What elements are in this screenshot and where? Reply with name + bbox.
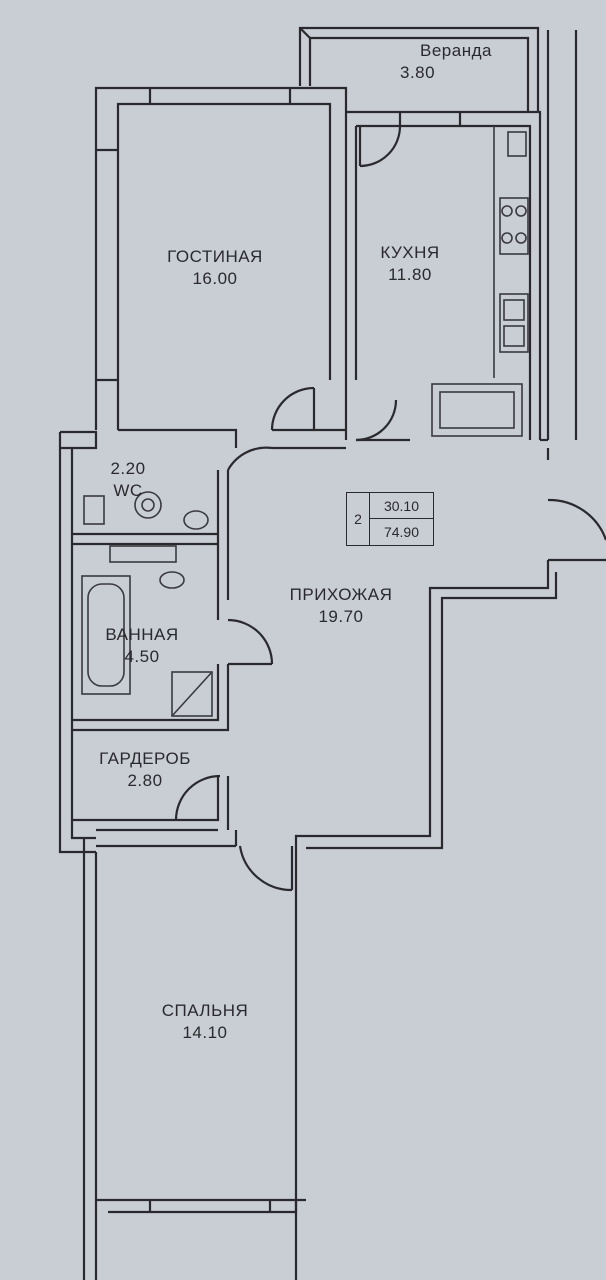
wardrobe-name: ГАРДЕРОБ xyxy=(99,749,191,768)
bath-area: 4.50 xyxy=(124,647,160,666)
veranda-area: 3.80 xyxy=(400,63,436,82)
hall-name: ПРИХОЖАЯ xyxy=(289,585,393,604)
bath-name: ВАННАЯ xyxy=(105,625,179,644)
living-room-name: ГОСТИНАЯ xyxy=(167,247,263,266)
wc-area: 2.20 xyxy=(110,459,146,478)
kitchen-cabinets xyxy=(493,126,529,378)
living-room-label: ГОСТИНАЯ 16.00 xyxy=(140,246,290,290)
total-area: 74.90 xyxy=(383,524,420,540)
wc-toilet xyxy=(83,491,209,530)
bedroom-label: СПАЛЬНЯ 14.10 xyxy=(130,1000,280,1044)
wc-walls xyxy=(72,446,273,620)
bedroom-name: СПАЛЬНЯ xyxy=(161,1001,249,1020)
veranda-name: Веранда xyxy=(420,41,492,60)
wc-name: WC xyxy=(113,481,143,500)
wardrobe-label: ГАРДЕРОБ 2.80 xyxy=(72,748,218,792)
bath-walls xyxy=(72,618,274,732)
bedroom-area: 14.10 xyxy=(182,1023,228,1042)
bath-tub xyxy=(81,545,213,717)
kitchen-name: КУХНЯ xyxy=(380,243,440,262)
room-count: 2 xyxy=(347,493,370,545)
wardrobe-walls xyxy=(72,774,230,830)
hall-label: ПРИХОЖАЯ 19.70 xyxy=(256,584,426,628)
living-area-total: 30.10 xyxy=(370,493,433,519)
living-room-area: 16.00 xyxy=(192,269,238,288)
wc-label: 2.20 WC xyxy=(96,458,160,502)
living-room-walls xyxy=(94,86,348,430)
hall-right-walls xyxy=(294,448,606,1280)
veranda-label: Веранда 3.80 xyxy=(398,40,514,84)
exterior-wall-right xyxy=(540,30,578,442)
living-hall-partition xyxy=(60,386,410,450)
kitchen-walls xyxy=(344,110,542,440)
apartment-summary: 2 30.10 74.90 xyxy=(346,492,434,546)
bedroom-walls xyxy=(82,828,306,1280)
wardrobe-area: 2.80 xyxy=(127,771,163,790)
bath-label: ВАННАЯ 4.50 xyxy=(84,624,200,668)
veranda-walls xyxy=(298,26,540,112)
kitchen-area: 11.80 xyxy=(388,265,432,284)
hall-area: 19.70 xyxy=(318,607,364,626)
kitchen-label: КУХНЯ 11.80 xyxy=(360,242,460,286)
kitchen-table xyxy=(431,383,523,437)
